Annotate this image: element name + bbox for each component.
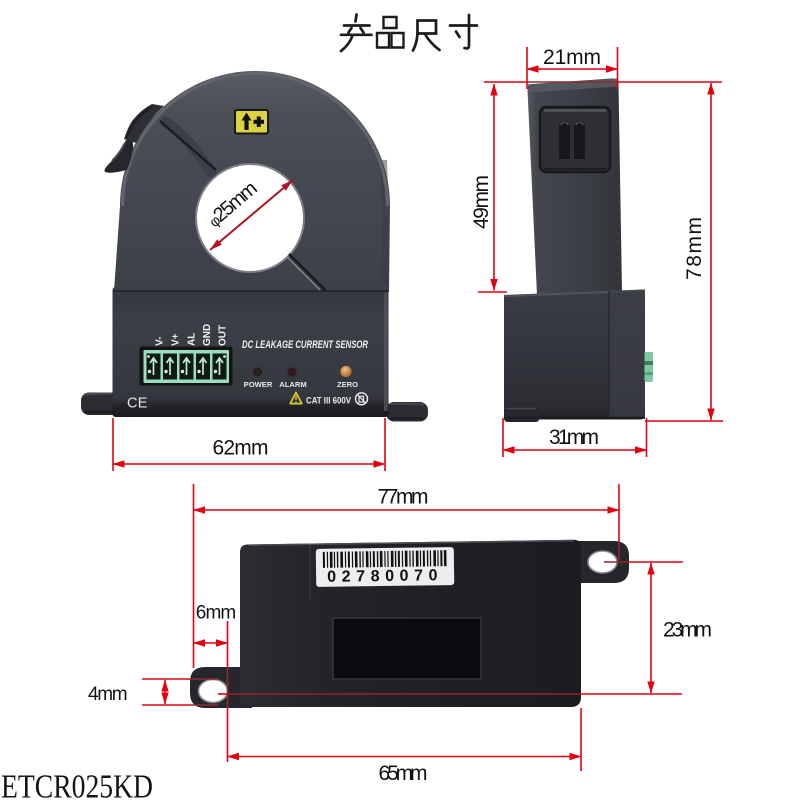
svg-text:CE: CE [127, 396, 148, 412]
svg-text:31mm: 31mm [549, 426, 599, 449]
svg-text:49mm: 49mm [470, 175, 493, 229]
svg-text:CAT III 600V: CAT III 600V [306, 396, 351, 407]
svg-text:ETCR025KD: ETCR025KD [1, 769, 153, 800]
svg-text:21mm: 21mm [543, 46, 601, 69]
svg-text:78mm: 78mm [683, 217, 706, 280]
svg-text:AL: AL [187, 333, 198, 346]
svg-text:V-: V- [155, 337, 166, 346]
svg-text:02780070: 02780070 [327, 567, 443, 586]
svg-text:GND: GND [202, 324, 213, 346]
svg-text:77mm: 77mm [378, 486, 429, 509]
svg-text:62mm: 62mm [213, 437, 269, 460]
svg-text:ALARM: ALARM [279, 380, 306, 389]
svg-text:65mm: 65mm [379, 762, 428, 785]
svg-text:6mm: 6mm [196, 603, 237, 624]
svg-text:DC LEAKAGE CURRENT SENSOR: DC LEAKAGE CURRENT SENSOR [242, 339, 368, 351]
svg-text:23mm: 23mm [663, 619, 712, 642]
svg-text:V+: V+ [171, 333, 182, 346]
svg-text:OUT: OUT [218, 325, 229, 346]
svg-text:4mm: 4mm [88, 684, 128, 705]
svg-text:ZERO: ZERO [337, 380, 358, 389]
svg-text:POWER: POWER [244, 380, 273, 389]
